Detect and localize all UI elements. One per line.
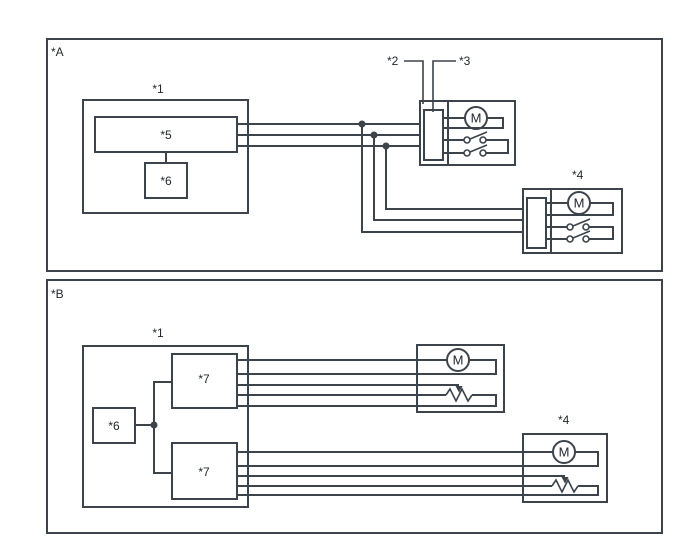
rear-switch-connector <box>526 197 547 249</box>
motor-return-wire <box>237 359 497 375</box>
potentiometer-symbol <box>237 384 497 407</box>
panel-a-switch-label: *2 <box>387 54 399 68</box>
panel-b-label: *B <box>51 287 64 301</box>
wiper-arrow <box>455 386 463 393</box>
rear-motor-box <box>522 433 608 503</box>
switch-link-wire <box>486 139 509 154</box>
motor-letter: M <box>471 111 482 126</box>
resistor-return-wire <box>237 485 599 496</box>
panel-a-sub-box <box>144 162 188 199</box>
panel-b-control-unit: *1 *6 *7 *7 <box>82 326 249 508</box>
contact-circle <box>463 149 471 157</box>
panel-b-rear-label: *4 <box>558 413 570 427</box>
panel-b-rear-motor-unit: *4 M <box>237 413 608 503</box>
panel-b: *B *1 *6 *7 *7 M <box>46 279 663 534</box>
panel-a-harness <box>237 120 527 233</box>
panel-a-label: *A <box>51 45 64 59</box>
motor-symbol: M <box>546 191 614 216</box>
label-3-leader <box>432 60 456 112</box>
switch-blade <box>572 230 591 239</box>
panel-a-unit1-label: *1 <box>152 82 164 96</box>
motor-symbol: M <box>237 440 599 467</box>
wire-branch <box>361 124 527 233</box>
panel-b-sub-label: *6 <box>108 419 120 433</box>
switch-blade <box>572 218 591 227</box>
panel-b-unit1-label: *1 <box>152 326 164 340</box>
panel-b-module-bottom-label: *7 <box>198 465 210 479</box>
resistor-zigzag <box>445 387 473 403</box>
front-switch-connector <box>423 109 444 161</box>
switch-contacts <box>546 218 614 243</box>
panel-b-module-top-label: *7 <box>198 372 210 386</box>
switch-link-wire <box>589 226 614 240</box>
panel-a-front-switch-assembly: *2 *3 M <box>387 54 516 166</box>
panel-a-board-label: *5 <box>160 128 172 142</box>
contact-circle <box>582 235 590 243</box>
panel-a-rear-label: *4 <box>572 168 584 182</box>
potentiometer-symbol <box>237 475 599 496</box>
resistor-zigzag <box>551 478 579 494</box>
motor-return-wire <box>443 117 504 129</box>
wire-branch <box>373 135 527 221</box>
switch-blade <box>469 144 488 153</box>
wire-branch <box>385 146 527 210</box>
contact-circle <box>479 149 487 157</box>
switch-blade <box>469 131 488 140</box>
sub-branch-wire <box>153 381 172 474</box>
motor-symbol: M <box>443 106 504 130</box>
panel-a-connector-label: *3 <box>459 54 471 68</box>
panel-b-module-top-box <box>171 353 238 409</box>
contact-circle <box>566 235 574 243</box>
motor-letter: M <box>574 196 585 211</box>
label-2-leader <box>404 60 424 104</box>
contact-circle <box>582 223 590 231</box>
panel-b-sub-box <box>92 407 136 444</box>
panel-a-rear-switch-assembly: *4 M <box>522 168 623 254</box>
motor-return-wire <box>546 202 614 216</box>
contact-circle <box>479 136 487 144</box>
motor-return-wire <box>237 451 599 467</box>
motor-symbol: M <box>237 348 497 375</box>
wiper-arrow <box>561 477 569 484</box>
panel-b-front-motor-unit: M <box>237 344 505 413</box>
switch-contacts <box>443 131 509 157</box>
panel-a-sub-label: *6 <box>160 174 172 188</box>
panel-a-control-unit: *1 *5 *6 <box>82 82 249 214</box>
resistor-return-wire <box>237 394 497 407</box>
contact-circle <box>566 223 574 231</box>
panel-b-module-bottom-box <box>171 442 238 500</box>
motor-letter: M <box>453 353 464 368</box>
panel-a: *A *1 *5 *6 <box>46 38 663 272</box>
contact-circle <box>463 136 471 144</box>
motor-letter: M <box>559 445 570 460</box>
